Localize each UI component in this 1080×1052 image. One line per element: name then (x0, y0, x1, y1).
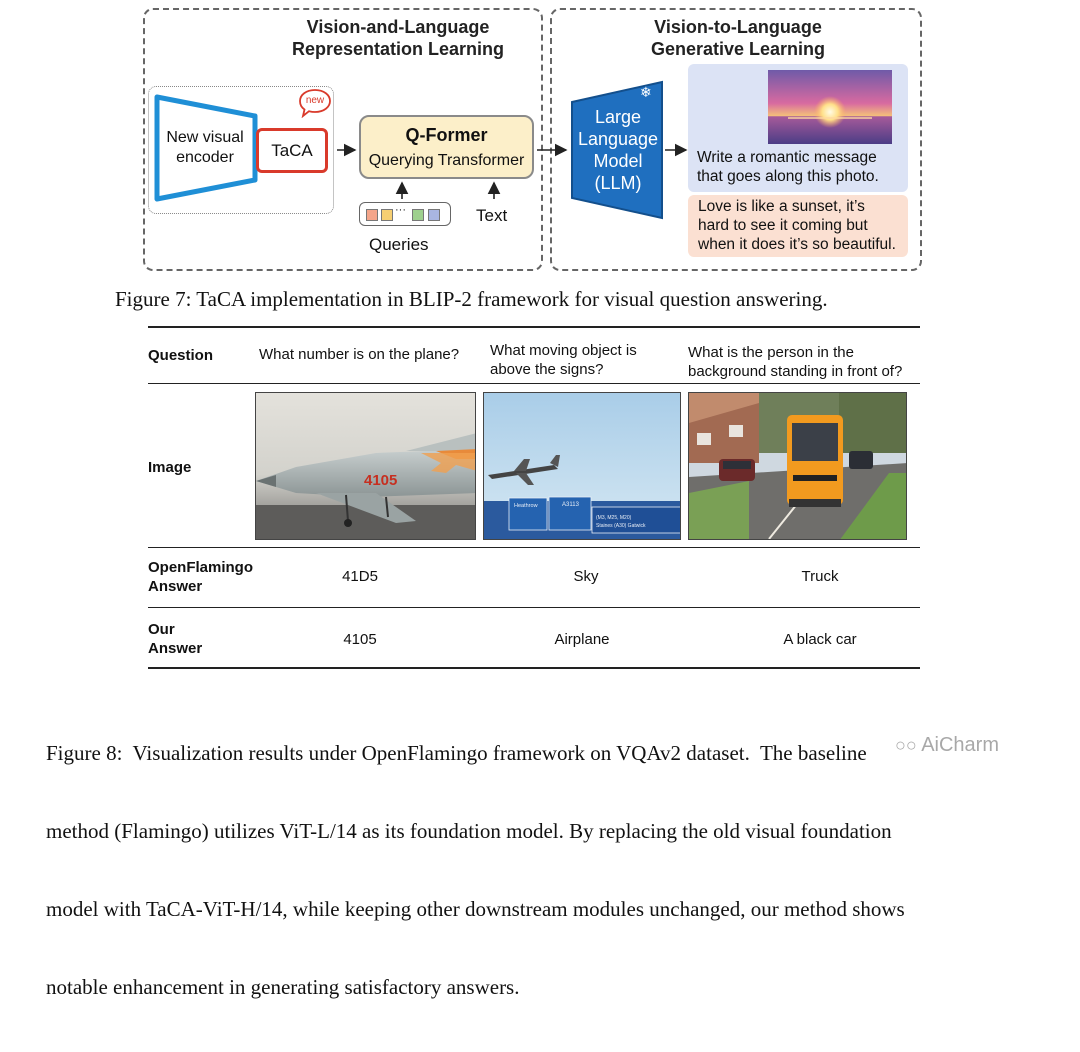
plane-number-text: 4105 (364, 472, 397, 489)
new-badge-icon (299, 89, 331, 118)
llm-shape (571, 80, 663, 220)
table-top-rule (148, 326, 920, 328)
taca-module: TaCA (256, 128, 328, 173)
street-bus-photo (688, 392, 907, 540)
our-answer-3: A black car (783, 631, 857, 648)
table-rule (148, 607, 920, 608)
our-answer-2: Airplane (554, 631, 610, 648)
sign-text: A3113 (562, 502, 580, 508)
fighter-jet-photo: 4105 (255, 392, 476, 540)
our-answer-1: 4105 (343, 631, 377, 648)
figure-8-caption: Figure 8: Visualization results under Op… (46, 741, 905, 999)
airplane-over-road-signs-photo: Heathrow A3113 (M3, M25, M20) Staines (A… (483, 392, 681, 540)
sign-text: Heathrow (514, 503, 538, 509)
query-token (381, 209, 393, 221)
watermark-text: AiCharm (921, 734, 999, 756)
openflamingo-answer-1: 41D5 (342, 568, 378, 585)
figure-7-caption: Figure 7: TaCA implementation in BLIP-2 … (115, 287, 828, 311)
flow-arrows (337, 143, 688, 199)
table-rule (148, 547, 920, 548)
generative-learning-panel (550, 8, 922, 271)
query-token (366, 209, 378, 221)
queries-label: Queries (369, 235, 429, 254)
query-ellipsis: ··· (395, 204, 406, 216)
new-badge-label: new (305, 95, 325, 106)
table-bottom-rule (148, 667, 920, 669)
image-row-header: Image (148, 459, 192, 476)
visual-encoder-shape (154, 94, 258, 202)
sign-text: (M3, M25, M20) (596, 515, 632, 521)
openflamingo-answer-3: Truck (801, 568, 839, 585)
encoder-group-box (148, 86, 334, 214)
openflamingo-answer-2: Sky (573, 568, 599, 585)
table-rule (148, 383, 920, 384)
q-former-title: Q-Former (405, 125, 488, 145)
wechat-logo-icon: ○○ (895, 735, 917, 755)
question-1: What number is on the plane? (259, 346, 460, 363)
snowflake-icon: ❄ (640, 84, 652, 100)
sunset-photo (768, 70, 892, 144)
q-former-subtitle: Querying Transformer (368, 152, 525, 169)
sign-text: Staines (A30) Gatwick (596, 523, 646, 529)
query-tokens: ··· (359, 202, 451, 226)
query-token (428, 209, 440, 221)
question-row-header: Question (148, 347, 214, 364)
q-former-block: Q-Former Querying Transformer (359, 115, 534, 179)
query-token (412, 209, 424, 221)
representation-learning-panel (143, 8, 543, 271)
watermark-logo: ○○ AiCharm (895, 734, 999, 757)
text-input-label: Text (476, 206, 508, 225)
